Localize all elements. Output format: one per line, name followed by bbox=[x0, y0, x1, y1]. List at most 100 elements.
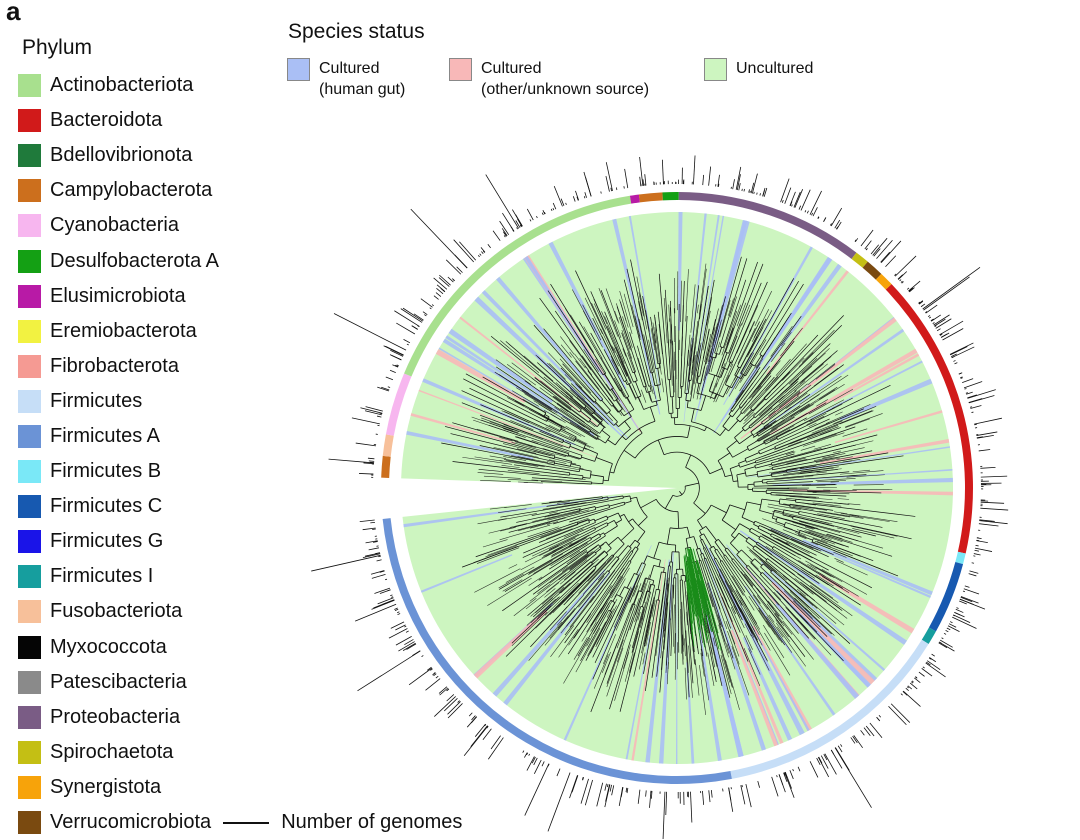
genome-count-bar bbox=[923, 267, 980, 309]
genome-count-bar bbox=[606, 176, 610, 192]
genome-count-bar bbox=[967, 395, 977, 398]
genome-count-bar bbox=[966, 393, 968, 394]
genome-count-bar bbox=[709, 167, 711, 186]
phylum-ring-segment bbox=[386, 373, 412, 435]
genome-count-bar bbox=[903, 691, 920, 706]
genome-count-bar bbox=[950, 622, 952, 623]
genome-count-bar bbox=[959, 373, 962, 374]
genome-count-bar bbox=[837, 222, 842, 229]
genome-count-bar bbox=[414, 314, 424, 320]
genome-count-bar bbox=[777, 775, 778, 777]
genome-count-bar bbox=[601, 192, 602, 194]
genome-count-bar bbox=[711, 790, 712, 798]
genome-count-bar bbox=[746, 784, 751, 807]
genome-count-bar bbox=[388, 387, 390, 388]
genome-count-bar bbox=[523, 751, 524, 753]
genome-count-bar bbox=[885, 256, 895, 267]
genome-count-bar bbox=[835, 220, 840, 228]
genome-count-bar bbox=[811, 213, 812, 215]
genome-count-bar bbox=[448, 277, 454, 282]
genome-count-bar bbox=[357, 651, 420, 691]
genome-count-bar bbox=[961, 597, 973, 601]
genome-count-bar bbox=[922, 668, 932, 676]
genome-count-bar bbox=[739, 183, 741, 190]
genome-count-bar bbox=[752, 174, 757, 194]
genome-count-bar bbox=[910, 683, 917, 689]
phylum-ring-segment bbox=[662, 192, 678, 200]
genome-count-bar bbox=[380, 590, 391, 594]
tree-branch bbox=[603, 480, 608, 481]
genome-count-bar bbox=[584, 196, 585, 198]
genome-count-bar bbox=[912, 681, 914, 682]
genome-count-bar bbox=[464, 726, 488, 756]
genome-count-bar bbox=[926, 663, 946, 677]
genome-count-bar bbox=[934, 315, 950, 325]
genome-count-bar bbox=[663, 792, 665, 839]
genome-count-bar bbox=[557, 769, 560, 776]
genome-count-bar bbox=[425, 679, 440, 691]
genome-count-bar bbox=[970, 407, 972, 408]
genome-count-bar bbox=[389, 629, 407, 639]
genome-count-bar bbox=[352, 418, 380, 424]
genome-count-bar bbox=[907, 288, 909, 290]
genome-count-bar bbox=[551, 209, 552, 211]
genome-count-bar bbox=[709, 790, 710, 802]
genome-count-bar bbox=[638, 790, 640, 804]
genome-count-bar bbox=[974, 418, 1002, 424]
genome-count-bar bbox=[805, 210, 806, 212]
genome-count-bar bbox=[651, 791, 652, 799]
genome-count-bar bbox=[895, 256, 916, 276]
genome-count-bar bbox=[864, 728, 870, 736]
genome-count-bar bbox=[758, 781, 760, 788]
genome-count-bar bbox=[436, 293, 441, 297]
genome-count-bar bbox=[404, 339, 410, 342]
genome-count-bar bbox=[412, 326, 418, 330]
genome-count-bar bbox=[928, 315, 930, 316]
genome-count-bar bbox=[372, 574, 386, 578]
genome-count-bar bbox=[790, 192, 796, 206]
genome-count-bar bbox=[703, 175, 704, 185]
genome-count-bar bbox=[861, 230, 873, 246]
genome-count-bar bbox=[575, 191, 578, 200]
genome-count-bar bbox=[981, 476, 1007, 477]
genome-count-bar bbox=[799, 206, 801, 210]
genome-count-bar bbox=[403, 308, 423, 321]
genome-count-bar bbox=[736, 167, 741, 190]
genome-count-bar bbox=[570, 775, 578, 798]
genome-count-bar bbox=[666, 792, 667, 815]
genome-count-bar bbox=[432, 305, 434, 306]
genome-count-bar bbox=[866, 248, 867, 250]
genome-count-bar bbox=[733, 179, 735, 189]
genome-count-bar bbox=[385, 579, 387, 580]
genome-count-bar bbox=[974, 424, 976, 425]
genome-count-bar bbox=[527, 756, 534, 770]
genome-count-bar bbox=[369, 548, 379, 550]
genome-count-bar bbox=[919, 672, 925, 676]
genome-count-bar bbox=[798, 767, 800, 771]
genome-count-bar bbox=[396, 323, 415, 334]
genome-count-bar bbox=[480, 254, 481, 256]
genome-count-bar bbox=[876, 240, 892, 258]
genome-count-bar bbox=[975, 550, 979, 551]
genome-count-bar bbox=[934, 319, 945, 326]
genome-count-bar bbox=[929, 657, 935, 661]
genome-count-bar bbox=[401, 309, 422, 323]
genome-count-bar bbox=[368, 458, 374, 459]
genome-count-bar bbox=[969, 574, 977, 576]
tree-branch bbox=[681, 386, 682, 397]
genome-count-bar bbox=[437, 285, 445, 292]
genome-count-bar bbox=[932, 654, 935, 656]
genome-count-bar bbox=[406, 631, 409, 632]
genome-count-bar bbox=[488, 738, 503, 760]
genome-count-bar bbox=[976, 432, 997, 436]
phylum-ring-segment bbox=[955, 552, 965, 564]
genome-count-bar bbox=[446, 260, 461, 274]
genome-count-bar bbox=[950, 347, 967, 355]
genome-count-bar bbox=[439, 275, 450, 285]
genome-count-bar bbox=[979, 450, 990, 451]
genome-count-bar bbox=[517, 227, 518, 229]
genome-count-bar bbox=[898, 272, 907, 280]
genome-count-bar bbox=[390, 595, 392, 596]
genome-count-bar bbox=[969, 571, 978, 574]
